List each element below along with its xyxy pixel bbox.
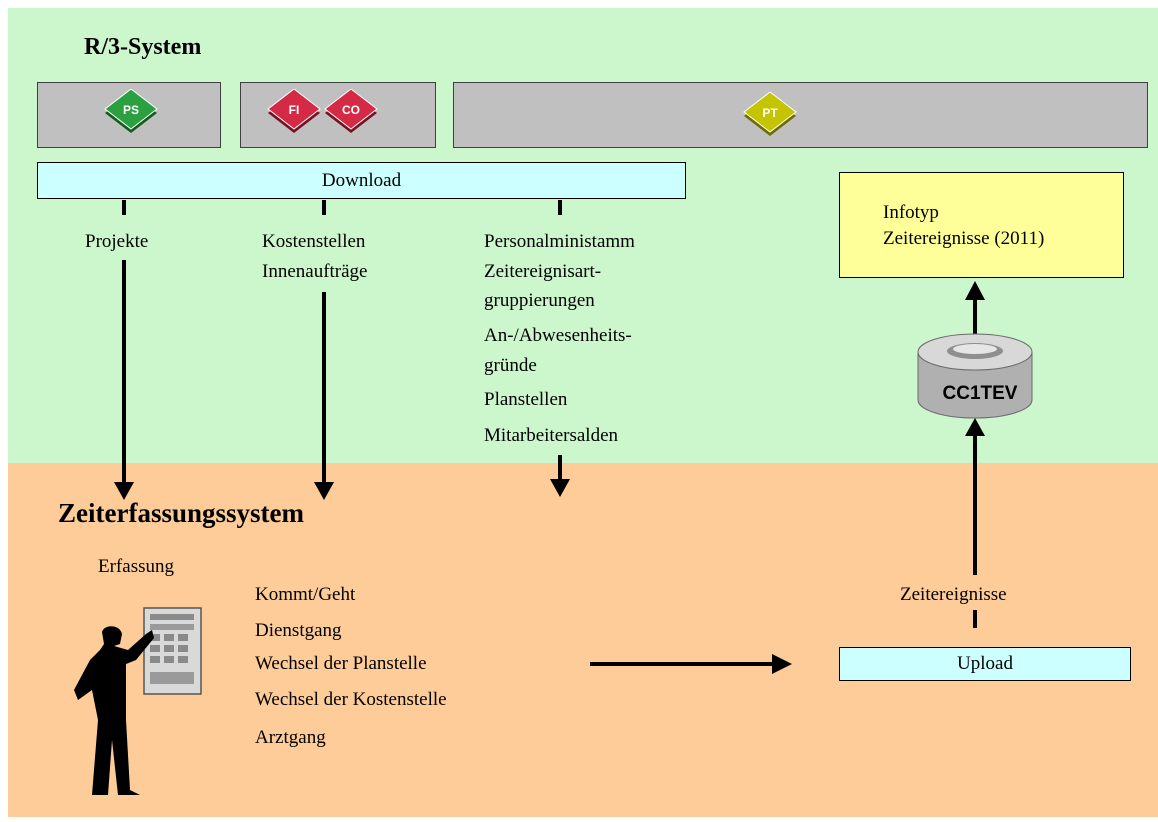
label-gruppierungen: gruppierungen: [484, 290, 595, 311]
database-label: CC1TEV: [942, 383, 1018, 404]
database-cc1tev-icon: [917, 333, 1033, 419]
label-personalministamm: Personalministamm: [484, 231, 635, 252]
erfassung-label: Erfassung: [98, 556, 174, 577]
arrow-personal: [550, 455, 570, 497]
event-dienstgang: Dienstgang: [255, 620, 342, 641]
event-wechsel-planstelle: Wechsel der Planstelle: [255, 653, 427, 674]
label-projekte: Projekte: [85, 231, 149, 252]
download-bar[interactable]: Download: [37, 162, 686, 199]
label-gruende: gründe: [484, 355, 537, 376]
event-kommt-geht: Kommt/Geht: [255, 584, 356, 605]
module-box-pt: [453, 82, 1148, 148]
zeiterfassung-title: Zeiterfassungssystem: [58, 498, 304, 528]
arrow-up-to-db: [965, 418, 985, 575]
label-zeitereignisart: Zeitereignisart-: [484, 261, 602, 282]
terminal-user-icon: [74, 607, 202, 795]
module-fi-icon[interactable]: FI: [266, 88, 322, 135]
label-innenauftraege: Innenaufträge: [262, 261, 368, 282]
module-co-label: CO: [342, 103, 360, 117]
module-co-icon[interactable]: CO: [323, 88, 379, 135]
arrow-up-to-infotyp: [965, 281, 985, 335]
module-fi-label: FI: [288, 103, 300, 117]
label-abwesenheits: An-/Abwesenheits-: [484, 325, 632, 346]
infotyp-line-2: Zeitereignisse (2011): [883, 228, 1045, 249]
label-mitarbeitersalden: Mitarbeitersalden: [484, 425, 619, 446]
module-ps-icon[interactable]: PS: [103, 88, 159, 135]
infotyp-box[interactable]: Infotyp Zeitereignisse (2011): [839, 172, 1124, 278]
event-arztgang: Arztgang: [255, 727, 326, 748]
upload-bar[interactable]: Upload: [839, 647, 1131, 681]
label-planstellen: Planstellen: [484, 389, 568, 410]
module-pt-label: PT: [762, 106, 778, 120]
label-kostenstellen: Kostenstellen: [262, 231, 366, 252]
arrow-to-upload: [590, 654, 792, 674]
module-pt-icon[interactable]: PT: [742, 91, 798, 138]
module-ps-label: PS: [122, 103, 139, 117]
zeitereignisse-label: Zeitereignisse: [900, 584, 1007, 605]
event-wechsel-kostenstelle: Wechsel der Kostenstelle: [255, 689, 447, 710]
arrow-projekte: [114, 260, 134, 500]
r3-system-title: R/3-System: [84, 34, 202, 60]
arrow-kosten: [314, 292, 334, 500]
infotyp-line-1: Infotyp: [883, 202, 939, 223]
